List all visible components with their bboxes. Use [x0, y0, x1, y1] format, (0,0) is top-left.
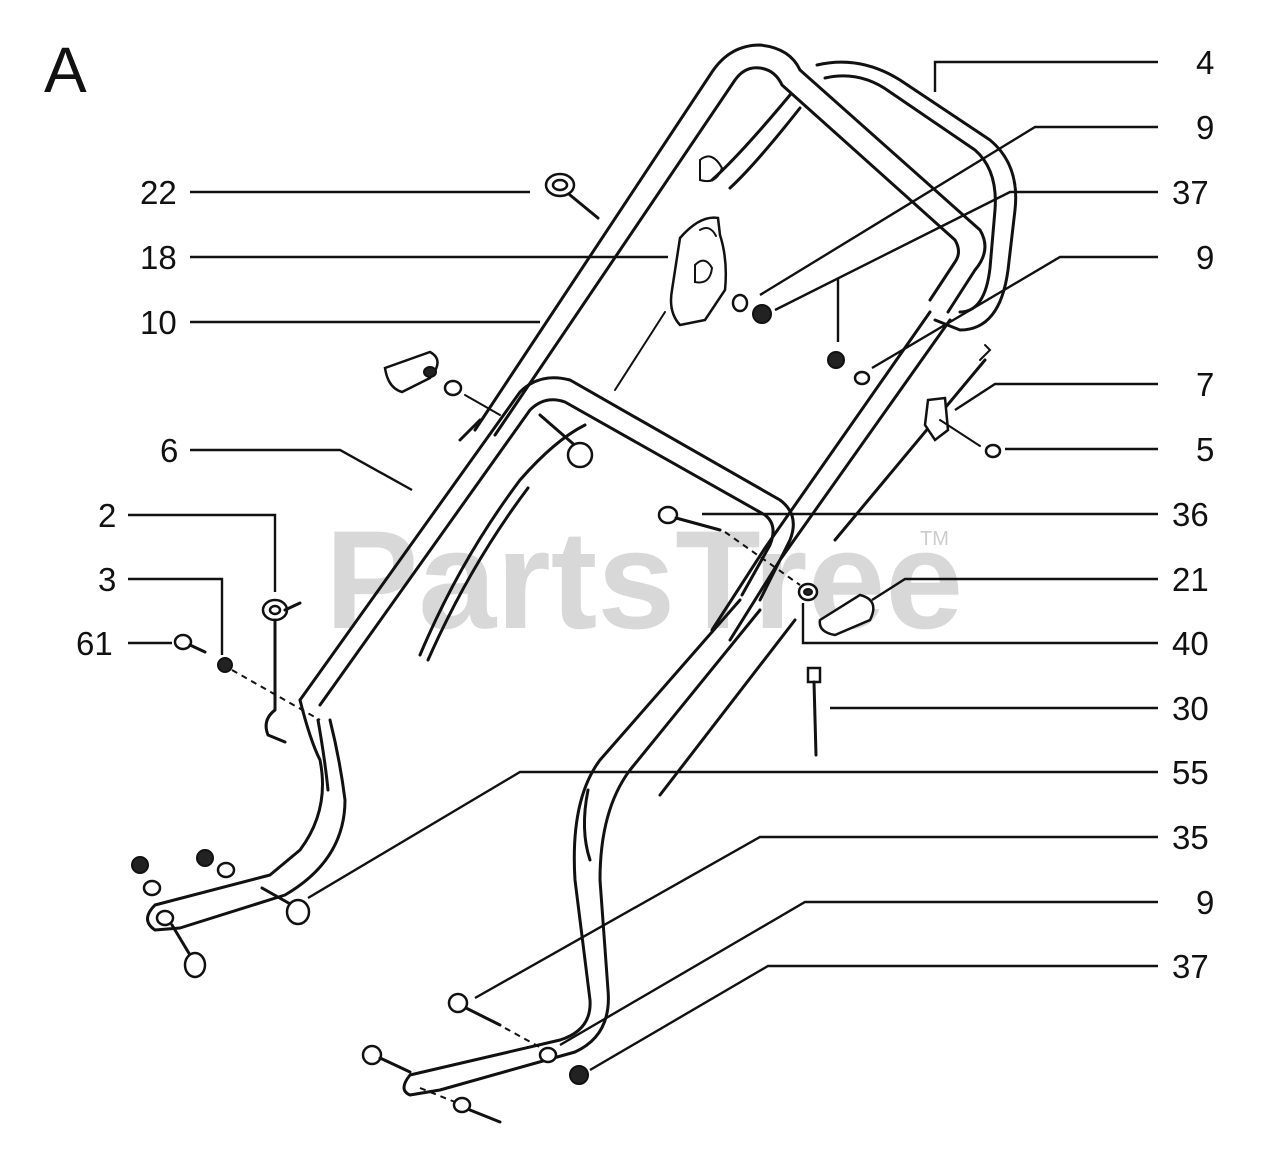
callout-part-9-c: 9 — [1196, 884, 1214, 921]
upper-handle-part-4 — [473, 43, 1018, 642]
callouts-left: 22 18 10 6 2 3 61 — [76, 174, 178, 662]
watermark-trademark: TM — [920, 528, 949, 550]
callout-part-9-a: 9 — [1196, 109, 1214, 146]
callout-part-4: 4 — [1196, 44, 1214, 81]
eye-bolt-part-2 — [261, 598, 302, 744]
callout-part-6: 6 — [160, 432, 178, 469]
callout-part-18: 18 — [140, 239, 177, 276]
cable-tie-head — [806, 666, 822, 684]
lower-handle-part-6 — [146, 376, 795, 1097]
control-lever-part-18 — [669, 216, 728, 327]
carriage-bolt-center — [538, 413, 594, 469]
section-label: A — [44, 34, 87, 106]
callouts-right: 4 9 37 9 7 5 36 21 40 30 55 35 9 37 — [1172, 44, 1214, 985]
callout-part-36: 36 — [1172, 496, 1209, 533]
callout-part-37-b: 37 — [1172, 948, 1209, 985]
callout-part-37-a: 37 — [1172, 174, 1209, 211]
callout-part-61: 61 — [76, 625, 113, 662]
bottom-right-hardware — [361, 992, 589, 1124]
clamp-part-7 — [923, 396, 1002, 459]
callout-part-5: 5 — [1196, 431, 1214, 468]
cable-part-30-55 — [658, 344, 992, 797]
control-cable-part-10 — [418, 311, 666, 662]
callout-part-40: 40 — [1172, 625, 1209, 662]
callout-part-2: 2 — [98, 497, 116, 534]
nut-washer-right — [827, 351, 871, 386]
knob-part-21 — [797, 582, 875, 637]
watermark: PartsTree TM — [325, 501, 963, 658]
nut-washer-upper — [731, 293, 772, 324]
callout-part-55: 55 — [1172, 754, 1209, 791]
knob-upper-left — [383, 350, 501, 416]
callout-part-22: 22 — [140, 174, 177, 211]
bolt-part-61 — [173, 633, 321, 721]
eye-bolt-part-22 — [544, 172, 600, 220]
callout-part-35: 35 — [1172, 819, 1209, 856]
leader-lines — [128, 60, 1158, 1072]
bolt-part-36 — [657, 505, 801, 586]
callout-part-7: 7 — [1196, 366, 1214, 403]
callout-part-21: 21 — [1172, 561, 1209, 598]
callout-part-30: 30 — [1172, 690, 1209, 727]
callout-part-9-b: 9 — [1196, 239, 1214, 276]
bottom-left-hardware — [131, 849, 311, 979]
callout-part-3: 3 — [98, 561, 116, 598]
callout-part-10: 10 — [140, 304, 177, 341]
watermark-text: PartsTree — [325, 501, 963, 658]
